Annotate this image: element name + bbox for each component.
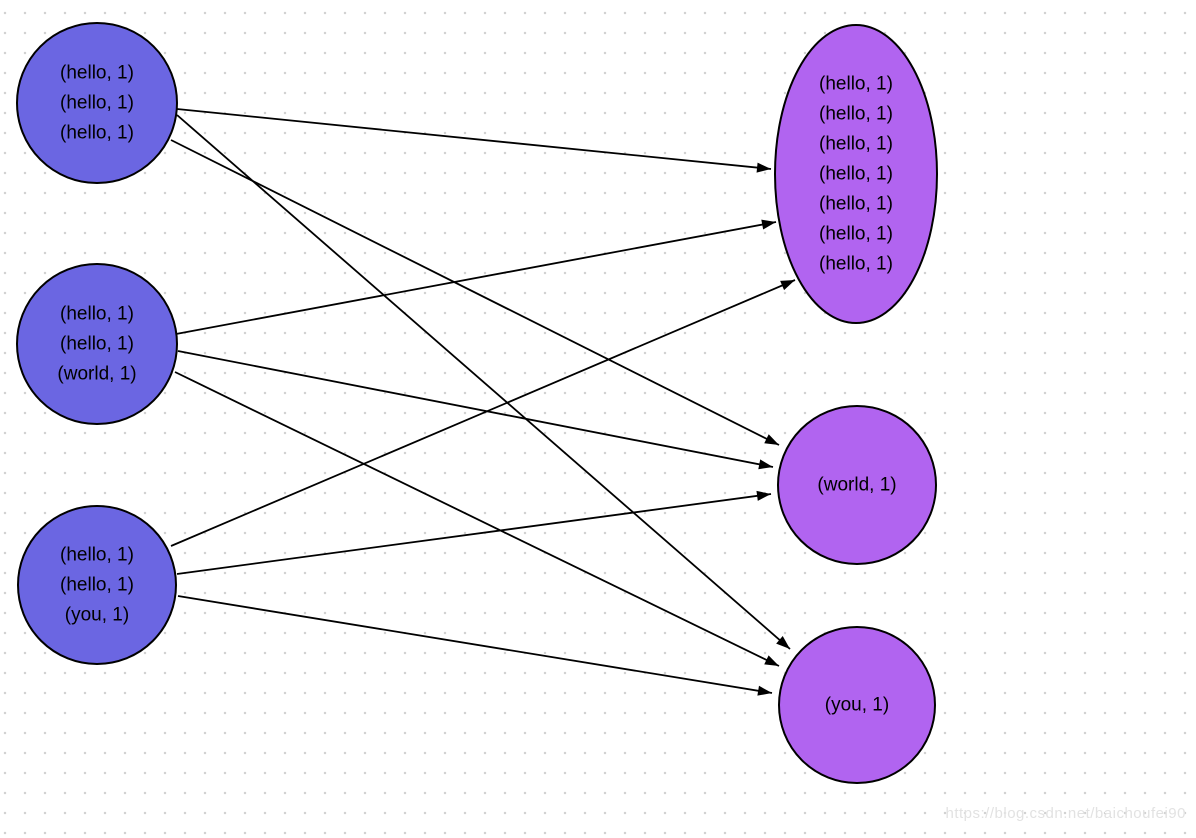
map-2-label-line: (hello, 1) <box>60 304 134 325</box>
map-3-label-line: (hello, 1) <box>60 545 134 566</box>
map-1-label-line: (hello, 1) <box>60 123 134 144</box>
reduce-hello-label-line: (hello, 1) <box>819 104 893 125</box>
map-2-label-line: (world, 1) <box>57 364 136 385</box>
edges-layer <box>170 108 796 696</box>
map-1-shape <box>16 22 178 184</box>
reduce-world-shape <box>777 405 937 565</box>
edge-map-1-to-reduce-you <box>176 114 791 650</box>
edge-map-1-to-reduce-hello <box>176 108 772 173</box>
reduce-hello-label-line: (hello, 1) <box>819 164 893 185</box>
reduce-hello-label-line: (hello, 1) <box>819 254 893 275</box>
nodes-layer: (hello, 1)(hello, 1)(hello, 1)(hello, 1)… <box>16 22 938 784</box>
reduce-hello-label-line: (hello, 1) <box>819 224 893 245</box>
map-3-label-line: (you, 1) <box>65 605 129 626</box>
map-1-label-line: (hello, 1) <box>60 93 134 114</box>
map-2-shape <box>16 263 178 425</box>
reduce-hello-label-line: (hello, 1) <box>819 134 893 155</box>
map-2-label-line: (hello, 1) <box>60 334 134 355</box>
edge-map-3-to-reduce-world <box>176 490 772 575</box>
map-3-shape <box>17 505 177 665</box>
edge-map-3-to-reduce-you <box>177 595 773 696</box>
node-map-2: (hello, 1) (hello, 1) (world, 1) <box>16 263 178 425</box>
node-map-1: (hello, 1) (hello, 1) (hello, 1) <box>16 22 178 184</box>
node-reduce-you: (you, 1) <box>778 626 936 784</box>
reduce-you-shape <box>778 626 936 784</box>
edge-map-2-to-reduce-you <box>174 371 780 667</box>
reduce-world-label-line: (world, 1) <box>817 475 896 496</box>
edge-map-2-to-reduce-world <box>177 350 774 470</box>
edge-map-1-to-reduce-world <box>170 139 780 446</box>
node-map-3: (hello, 1) (hello, 1) (you, 1) <box>17 505 177 665</box>
reduce-hello-label-line: (hello, 1) <box>819 194 893 215</box>
node-reduce-world: (world, 1) <box>777 405 937 565</box>
edge-map-2-to-reduce-hello <box>175 219 777 335</box>
map-3-label-line: (hello, 1) <box>60 575 134 596</box>
edge-map-3-to-reduce-hello <box>170 279 796 547</box>
map-1-label-line: (hello, 1) <box>60 63 134 84</box>
reduce-you-label-line: (you, 1) <box>825 695 889 716</box>
watermark-url: https://blog.csdn.net/baichoufei90 <box>945 805 1186 822</box>
reduce-hello-label-line: (hello, 1) <box>819 74 893 95</box>
node-reduce-hello: (hello, 1) (hello, 1) (hello, 1) (hello, 1)… <box>774 24 938 324</box>
reduce-hello-shape <box>774 24 938 324</box>
